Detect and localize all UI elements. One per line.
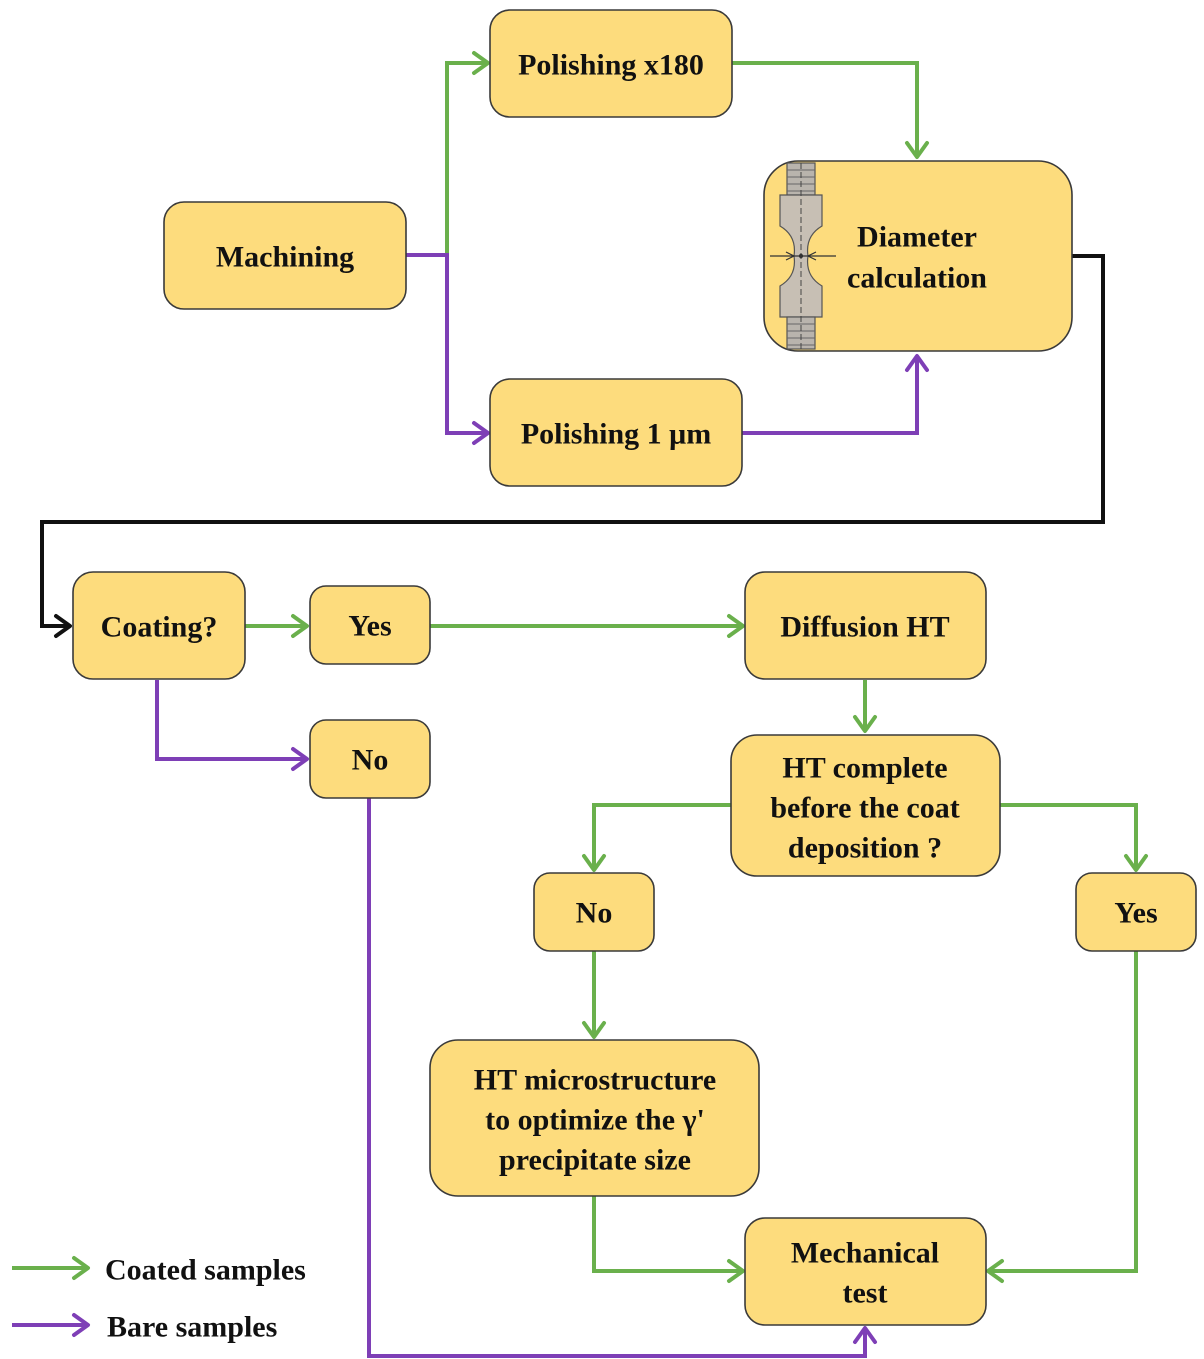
node-machining-label: Machining [216,241,354,274]
edge-ht-complete-to-no [582,803,731,872]
node-ht-complete-label-line-3: deposition ? [788,832,942,865]
edge-diameter-to-coating [40,254,1105,638]
legend-item-bare: Bare samples [12,1311,277,1344]
edge-no-to-mechanical-test [367,798,877,1358]
tensile-specimen-icon [770,162,836,350]
node-ht-complete-label-line-2: before the coat [770,792,959,825]
edge-microstructure-to-mechanical-test [592,1196,745,1283]
node-coating-question-label: Coating? [101,611,218,644]
node-mechanical-test-label-line-1: Mechanical [791,1237,939,1270]
node-ht-microstructure-label-line-3: precipitate size [499,1144,691,1177]
edge-machining-to-polishing-x180 [406,51,490,257]
node-diameter-label-line-2: calculation [847,262,987,295]
node-polishing-x180-label: Polishing x180 [518,49,704,82]
node-ht-complete-label-line-1: HT complete [782,752,947,785]
node-diameter-label-line-1: Diameter [857,221,977,254]
node-coating-yes: Yes [309,585,431,665]
edge-coating-to-yes [245,614,309,638]
node-machining: Machining [163,201,407,310]
node-mechanical-test: Mechanical test [744,1217,987,1326]
node-coating-no-label: No [352,744,389,777]
node-coating-question: Coating? [72,571,246,680]
edge-yes-to-diffusion [430,614,745,638]
node-ht-no: No [533,872,655,952]
node-coating-yes-label: Yes [348,610,391,643]
edge-machining-to-polishing-1um [406,253,490,445]
edge-ht-yes-to-mechanical-test [986,951,1138,1283]
legend-coated-label: Coated samples [105,1254,306,1287]
legend-item-coated: Coated samples [12,1254,306,1287]
edge-diffusion-to-ht-complete [853,680,877,733]
edge-coating-to-no [155,680,309,771]
node-polishing-1um-label: Polishing 1 μm [521,418,711,451]
node-ht-microstructure-label-line-2: to optimize the γ' [485,1104,705,1137]
node-polishing-x180: Polishing x180 [489,9,733,118]
legend: Coated samples Bare samples [12,1254,306,1344]
node-ht-no-label: No [576,897,613,930]
edge-ht-no-to-microstructure [582,951,606,1039]
edge-polishing-1um-to-diameter [742,354,929,435]
legend-bare-label: Bare samples [107,1311,277,1344]
edge-ht-complete-to-yes [1000,803,1148,872]
node-diffusion-ht: Diffusion HT [744,571,987,680]
node-ht-yes-label: Yes [1114,897,1157,930]
node-polishing-1um: Polishing 1 μm [489,378,743,487]
node-mechanical-test-label-line-2: test [843,1277,888,1310]
node-ht-complete-question: HT complete before the coat deposition ? [730,734,1001,877]
edge-polishing-x180-to-diameter [732,61,929,159]
node-diffusion-ht-label: Diffusion HT [780,611,949,644]
node-ht-yes: Yes [1075,872,1197,952]
node-ht-microstructure-label-line-1: HT microstructure [474,1064,716,1097]
node-ht-microstructure: HT microstructure to optimize the γ' pre… [429,1039,760,1197]
node-diameter-calculation: Diameter calculation [763,160,1073,352]
node-coating-no: No [309,719,431,799]
